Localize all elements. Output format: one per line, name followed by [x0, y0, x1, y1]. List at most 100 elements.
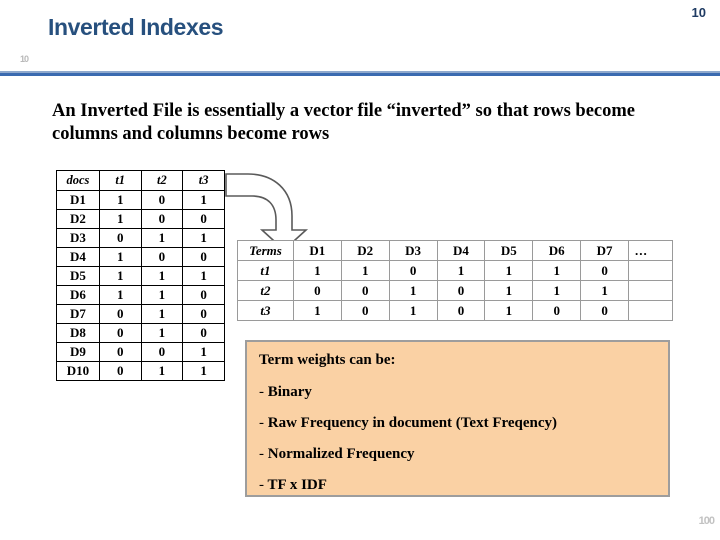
bullet-dash: - — [259, 415, 264, 431]
header-corner-mark: 10 — [20, 54, 29, 64]
cell-value: 0 — [182, 304, 225, 324]
term-doc-inverted-table: Terms D1 D2 D3 D4 D5 D6 D7 ... t1 1 1 0 … — [237, 240, 673, 321]
cell-value: 0 — [182, 247, 225, 267]
cell-value: 0 — [580, 300, 630, 321]
row-header-term: t3 — [237, 300, 294, 321]
row-header-doc: D7 — [56, 304, 100, 324]
cell-value: 1 — [340, 260, 390, 281]
cell-value: 1 — [532, 280, 582, 301]
cell-value: 0 — [182, 285, 225, 305]
column-header-terms: Terms — [237, 240, 294, 261]
cell-value: 1 — [182, 342, 225, 362]
cell-value: 1 — [182, 266, 225, 286]
table-row: D5 1 1 1 — [56, 266, 225, 286]
doc-term-matrix-table: docs t1 t2 t3 D1 1 0 1 D2 1 0 0 D3 0 1 1… — [56, 170, 225, 381]
row-header-doc: D1 — [56, 190, 100, 210]
table-row: D3 0 1 1 — [56, 228, 225, 248]
cell-value: 1 — [98, 190, 142, 210]
cell-value: 0 — [436, 300, 486, 321]
column-header-d2: D2 — [340, 240, 390, 261]
cell-value: 0 — [140, 209, 184, 229]
cell-value: 1 — [182, 228, 225, 248]
row-header-term: t2 — [237, 280, 294, 301]
row-header-doc: D6 — [56, 285, 100, 305]
cell-value: 1 — [140, 285, 184, 305]
cell-value: 0 — [292, 280, 342, 301]
cell-value: 1 — [140, 323, 184, 343]
cell-value: 1 — [98, 285, 142, 305]
cell-value: 0 — [140, 342, 184, 362]
slide-number-top: 10 — [691, 5, 706, 20]
table-header-row: docs t1 t2 t3 — [56, 170, 225, 191]
table-row: D2 1 0 0 — [56, 209, 225, 229]
table-row: D10 0 1 1 — [56, 361, 225, 381]
cell-value: 0 — [140, 247, 184, 267]
list-item: - Normalized Frequency — [259, 446, 415, 463]
page-title: Inverted Indexes — [48, 14, 224, 40]
cell-value: 1 — [292, 300, 342, 321]
cell-value: 0 — [182, 323, 225, 343]
list-item: - TF x IDF — [259, 477, 327, 494]
cell-value-empty — [628, 280, 673, 301]
cell-value: 1 — [98, 209, 142, 229]
list-item-label: TF x IDF — [267, 477, 327, 493]
column-header-d3: D3 — [388, 240, 438, 261]
list-item: - Raw Frequency in document (Text Freqen… — [259, 415, 557, 432]
bullet-dash: - — [259, 446, 264, 462]
table-row: D9 0 0 1 — [56, 342, 225, 362]
bullet-dash: - — [259, 477, 264, 493]
column-header-t2: t2 — [140, 170, 184, 191]
cell-value: 1 — [140, 228, 184, 248]
cell-value-empty — [628, 300, 673, 321]
table-row: t2 0 0 1 0 1 1 1 — [237, 280, 673, 301]
row-header-doc: D9 — [56, 342, 100, 362]
cell-value: 1 — [532, 260, 582, 281]
cell-value: 1 — [388, 300, 438, 321]
cell-value: 0 — [182, 209, 225, 229]
row-header-doc: D4 — [56, 247, 100, 267]
cell-value: 1 — [388, 280, 438, 301]
cell-value: 0 — [140, 190, 184, 210]
cell-value: 1 — [140, 304, 184, 324]
cell-value-empty — [628, 260, 673, 281]
cell-value: 0 — [98, 228, 142, 248]
table-row: D6 1 1 0 — [56, 285, 225, 305]
table-row: D4 1 0 0 — [56, 247, 225, 267]
bullet-dash: - — [259, 384, 264, 400]
cell-value: 0 — [98, 304, 142, 324]
term-weights-title: Term weights can be: — [259, 352, 396, 368]
cell-value: 0 — [340, 280, 390, 301]
column-header-ellipsis: ... — [628, 240, 673, 261]
table-row: t1 1 1 0 1 1 1 0 — [237, 260, 673, 281]
row-header-term: t1 — [237, 260, 294, 281]
cell-value: 0 — [388, 260, 438, 281]
row-header-doc: D2 — [56, 209, 100, 229]
row-header-doc: D5 — [56, 266, 100, 286]
term-weights-callout: Term weights can be: - Binary - Raw Freq… — [245, 340, 670, 497]
lead-paragraph: An Inverted File is essentially a vector… — [52, 101, 635, 144]
cell-value: 1 — [98, 266, 142, 286]
cell-value: 1 — [484, 300, 534, 321]
cell-value: 0 — [98, 361, 142, 381]
column-header-d4: D4 — [436, 240, 486, 261]
row-header-doc: D10 — [56, 361, 100, 381]
cell-value: 1 — [140, 266, 184, 286]
row-header-doc: D8 — [56, 323, 100, 343]
slide-number-bottom: 100 — [698, 515, 715, 527]
cell-value: 1 — [484, 280, 534, 301]
cell-value: 0 — [98, 323, 142, 343]
table-row: D7 0 1 0 — [56, 304, 225, 324]
table-row: t3 1 0 1 0 1 0 0 — [237, 300, 673, 321]
column-header-d1: D1 — [292, 240, 342, 261]
column-header-d7: D7 — [580, 240, 630, 261]
cell-value: 1 — [292, 260, 342, 281]
list-item-label: Normalized Frequency — [267, 446, 415, 462]
cell-value: 0 — [98, 342, 142, 362]
list-item-label: Binary — [267, 384, 312, 400]
list-item: - Binary — [259, 384, 312, 401]
cell-value: 0 — [340, 300, 390, 321]
row-header-doc: D3 — [56, 228, 100, 248]
cell-value: 1 — [140, 361, 184, 381]
header-divider-dark — [0, 73, 720, 76]
cell-value: 0 — [436, 280, 486, 301]
